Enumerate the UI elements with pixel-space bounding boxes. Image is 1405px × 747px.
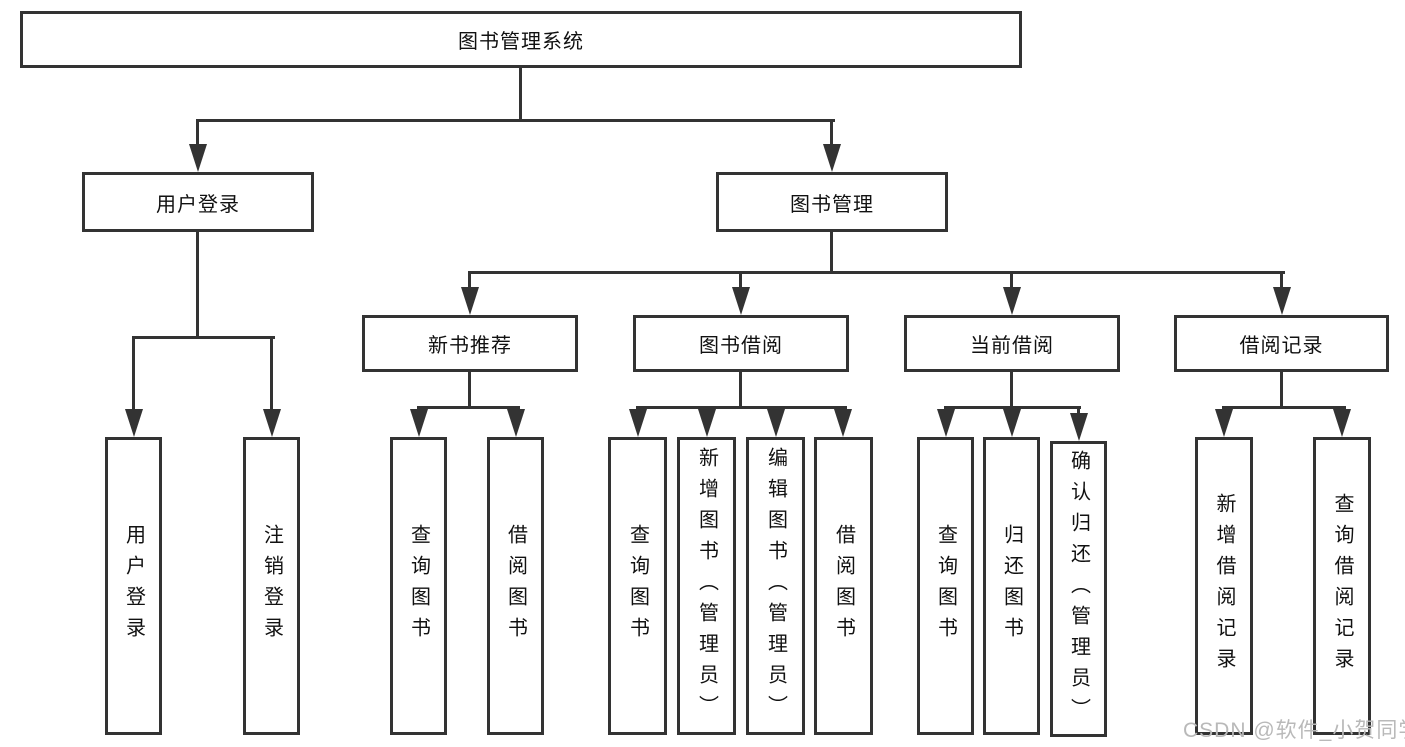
node-borrow-records: 借阅记录	[1174, 315, 1389, 372]
arrow-down-icon	[461, 287, 479, 315]
arrow-down-icon	[698, 409, 716, 437]
connector-book-mgmt-drop-3	[1010, 271, 1013, 289]
leaf-user-login-label: 用户登录	[122, 524, 145, 648]
arrow-down-icon	[767, 409, 785, 437]
arrow-down-icon	[1003, 409, 1021, 437]
connector-borrow-records-stem	[1280, 372, 1283, 409]
connector-user-login-drop-1	[132, 336, 135, 411]
connector-book-borrow-bar	[636, 406, 847, 409]
leaf-borrow-add-book-admin: 新增图书（管理员）	[677, 437, 736, 735]
node-library-system: 图书管理系统	[20, 11, 1022, 68]
node-user-login: 用户登录	[82, 172, 314, 232]
leaf-user-login: 用户登录	[105, 437, 162, 735]
node-book-management-label: 图书管理	[790, 193, 874, 216]
connector-user-login-bar	[132, 336, 275, 339]
connector-book-mgmt-bar	[468, 271, 1285, 274]
leaf-newbook-query-book: 查询图书	[390, 437, 447, 735]
leaf-records-add-record: 新增借阅记录	[1195, 437, 1253, 735]
leaf-borrow-borrow-book: 借阅图书	[814, 437, 873, 735]
leaf-newbook-borrow-book: 借阅图书	[487, 437, 544, 735]
arrow-down-icon	[1273, 287, 1291, 315]
leaf-current-return-book-label: 归还图书	[1000, 524, 1023, 648]
connector-book-mgmt-drop-1	[468, 271, 471, 289]
arrow-down-icon	[507, 409, 525, 437]
node-new-book-recommend: 新书推荐	[362, 315, 578, 372]
arrow-down-icon	[1215, 409, 1233, 437]
connector-new-book-bar	[417, 406, 520, 409]
connector-book-mgmt-drop-4	[1280, 271, 1283, 289]
leaf-newbook-borrow-book-label: 借阅图书	[504, 524, 527, 648]
connector-root-bar	[196, 119, 835, 122]
connector-book-borrow-stem	[739, 372, 742, 409]
connector-user-login-stem	[196, 232, 199, 338]
leaf-borrow-edit-book-admin: 编辑图书（管理员）	[746, 437, 805, 735]
connector-user-login-drop-2	[270, 336, 273, 411]
leaf-logout: 注销登录	[243, 437, 300, 735]
arrow-down-icon	[189, 144, 207, 172]
connector-book-mgmt-stem	[830, 232, 833, 274]
node-new-book-recommend-label: 新书推荐	[428, 335, 512, 357]
connector-book-mgmt-drop-2	[739, 271, 742, 289]
leaf-current-query-book: 查询图书	[917, 437, 974, 735]
leaf-borrow-borrow-book-label: 借阅图书	[832, 524, 855, 648]
leaf-current-return-book: 归还图书	[983, 437, 1040, 735]
leaf-borrow-edit-book-admin-label: 编辑图书（管理员）	[764, 446, 787, 726]
node-current-borrow-label: 当前借阅	[970, 335, 1054, 357]
arrow-down-icon	[410, 409, 428, 437]
arrow-down-icon	[834, 409, 852, 437]
arrow-down-icon	[732, 287, 750, 315]
leaf-current-confirm-return-admin: 确认归还（管理员）	[1050, 441, 1107, 737]
leaf-newbook-query-book-label: 查询图书	[407, 524, 430, 648]
leaf-current-query-book-label: 查询图书	[934, 524, 957, 648]
node-book-management: 图书管理	[716, 172, 948, 232]
connector-root-drop-left	[196, 119, 199, 146]
leaf-records-query-record-label: 查询借阅记录	[1331, 493, 1353, 679]
arrow-down-icon	[937, 409, 955, 437]
arrow-down-icon	[1003, 287, 1021, 315]
connector-borrow-records-bar	[1222, 406, 1346, 409]
arrow-down-icon	[1333, 409, 1351, 437]
node-library-system-label: 图书管理系统	[458, 31, 584, 53]
leaf-records-add-record-label: 新增借阅记录	[1213, 493, 1235, 679]
connector-current-borrow-stem	[1010, 372, 1013, 409]
connector-new-book-stem	[468, 372, 471, 409]
node-current-borrow: 当前借阅	[904, 315, 1120, 372]
connector-current-borrow-drop-3	[1077, 406, 1080, 416]
node-book-borrow-label: 图书借阅	[699, 335, 783, 357]
arrow-down-icon	[629, 409, 647, 437]
connector-root-stem	[519, 68, 522, 120]
leaf-logout-label: 注销登录	[260, 524, 283, 648]
node-user-login-label: 用户登录	[156, 193, 240, 216]
leaf-records-query-record: 查询借阅记录	[1313, 437, 1371, 735]
leaf-current-confirm-return-admin-label: 确认归还（管理员）	[1067, 449, 1090, 729]
leaf-borrow-query-book: 查询图书	[608, 437, 667, 735]
arrow-down-icon	[125, 409, 143, 437]
leaf-borrow-add-book-admin-label: 新增图书（管理员）	[695, 446, 718, 726]
connector-root-drop-right	[830, 119, 833, 146]
leaf-borrow-query-book-label: 查询图书	[626, 524, 649, 648]
arrow-down-icon	[1070, 413, 1088, 441]
node-borrow-records-label: 借阅记录	[1239, 335, 1324, 357]
arrow-down-icon	[823, 144, 841, 172]
watermark: CSDN @软件_小贺同学	[1183, 719, 1405, 742]
arrow-down-icon	[263, 409, 281, 437]
node-book-borrow: 图书借阅	[633, 315, 849, 372]
